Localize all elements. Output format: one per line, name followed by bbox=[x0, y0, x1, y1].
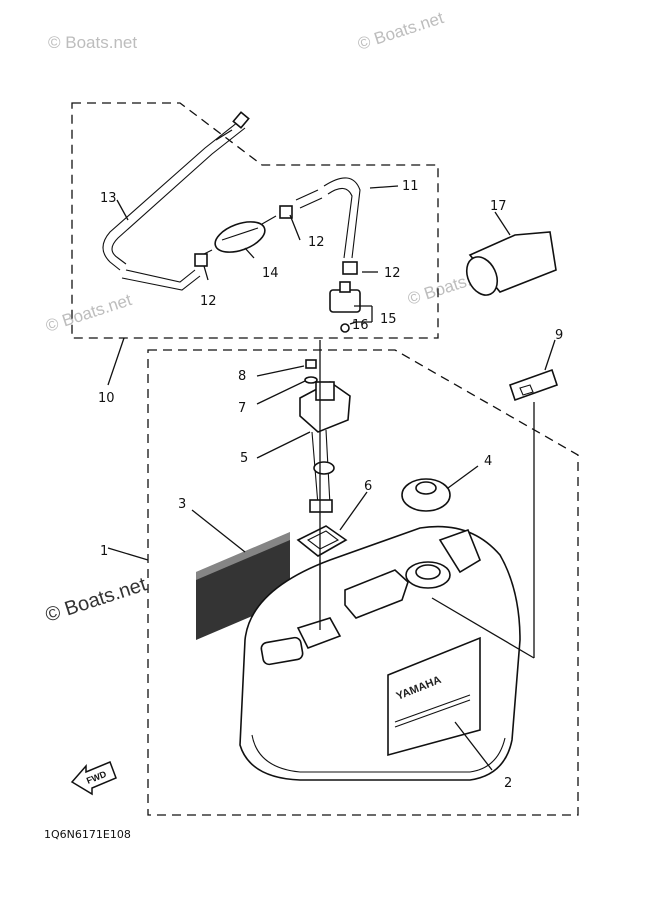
callout-17: 17 bbox=[490, 199, 507, 214]
fuel-hose-13 bbox=[102, 111, 250, 291]
callout-15: 15 bbox=[380, 312, 397, 327]
callout-10: 10 bbox=[98, 391, 115, 406]
callout-3: 3 bbox=[178, 497, 186, 512]
callout-14: 14 bbox=[262, 266, 279, 281]
hose-assembly-group-border bbox=[71, 102, 439, 339]
label-9 bbox=[508, 368, 559, 402]
callout-8: 8 bbox=[238, 369, 246, 384]
fuel-tank-2: YAMAHA bbox=[239, 525, 521, 781]
callout-6: 6 bbox=[364, 479, 372, 494]
callout-16: 16 bbox=[352, 318, 369, 333]
callout-5: 5 bbox=[240, 451, 248, 466]
connector-15 bbox=[329, 281, 361, 333]
gasket-6 bbox=[296, 525, 348, 557]
watermark-top-left: © Boats.net bbox=[48, 33, 137, 52]
callout-12-c: 12 bbox=[384, 266, 401, 281]
callout-11: 11 bbox=[402, 179, 419, 194]
watermark-mid-left: © Boats.net bbox=[43, 290, 134, 336]
primer-bulb-14 bbox=[194, 215, 277, 267]
washer-7 bbox=[304, 376, 318, 384]
callout-4: 4 bbox=[484, 454, 492, 469]
fuel-hose-11 bbox=[279, 177, 361, 275]
fuel-cap-4 bbox=[401, 478, 451, 512]
callout-13: 13 bbox=[100, 191, 117, 206]
callout-1: 1 bbox=[100, 544, 108, 559]
diagram-code: 1Q6N6171E108 bbox=[44, 828, 131, 841]
callout-12-a: 12 bbox=[308, 235, 325, 250]
cover-17 bbox=[465, 231, 557, 296]
tank-assembly-group-border bbox=[147, 349, 579, 816]
callout-2: 2 bbox=[504, 776, 512, 791]
leader-lines bbox=[107, 129, 556, 771]
callout-9: 9 bbox=[555, 328, 563, 343]
callout-7: 7 bbox=[238, 401, 246, 416]
watermark-main: © Boats.net bbox=[43, 573, 150, 626]
callout-12-b: 12 bbox=[200, 294, 217, 309]
fuel-gauge-5 bbox=[299, 381, 351, 513]
watermark-top-right: © Boats.net bbox=[355, 8, 446, 54]
o-ring-16 bbox=[340, 323, 350, 333]
screw-8 bbox=[305, 359, 317, 369]
sheet-3 bbox=[196, 532, 290, 640]
fwd-arrow: FWD bbox=[70, 761, 117, 796]
